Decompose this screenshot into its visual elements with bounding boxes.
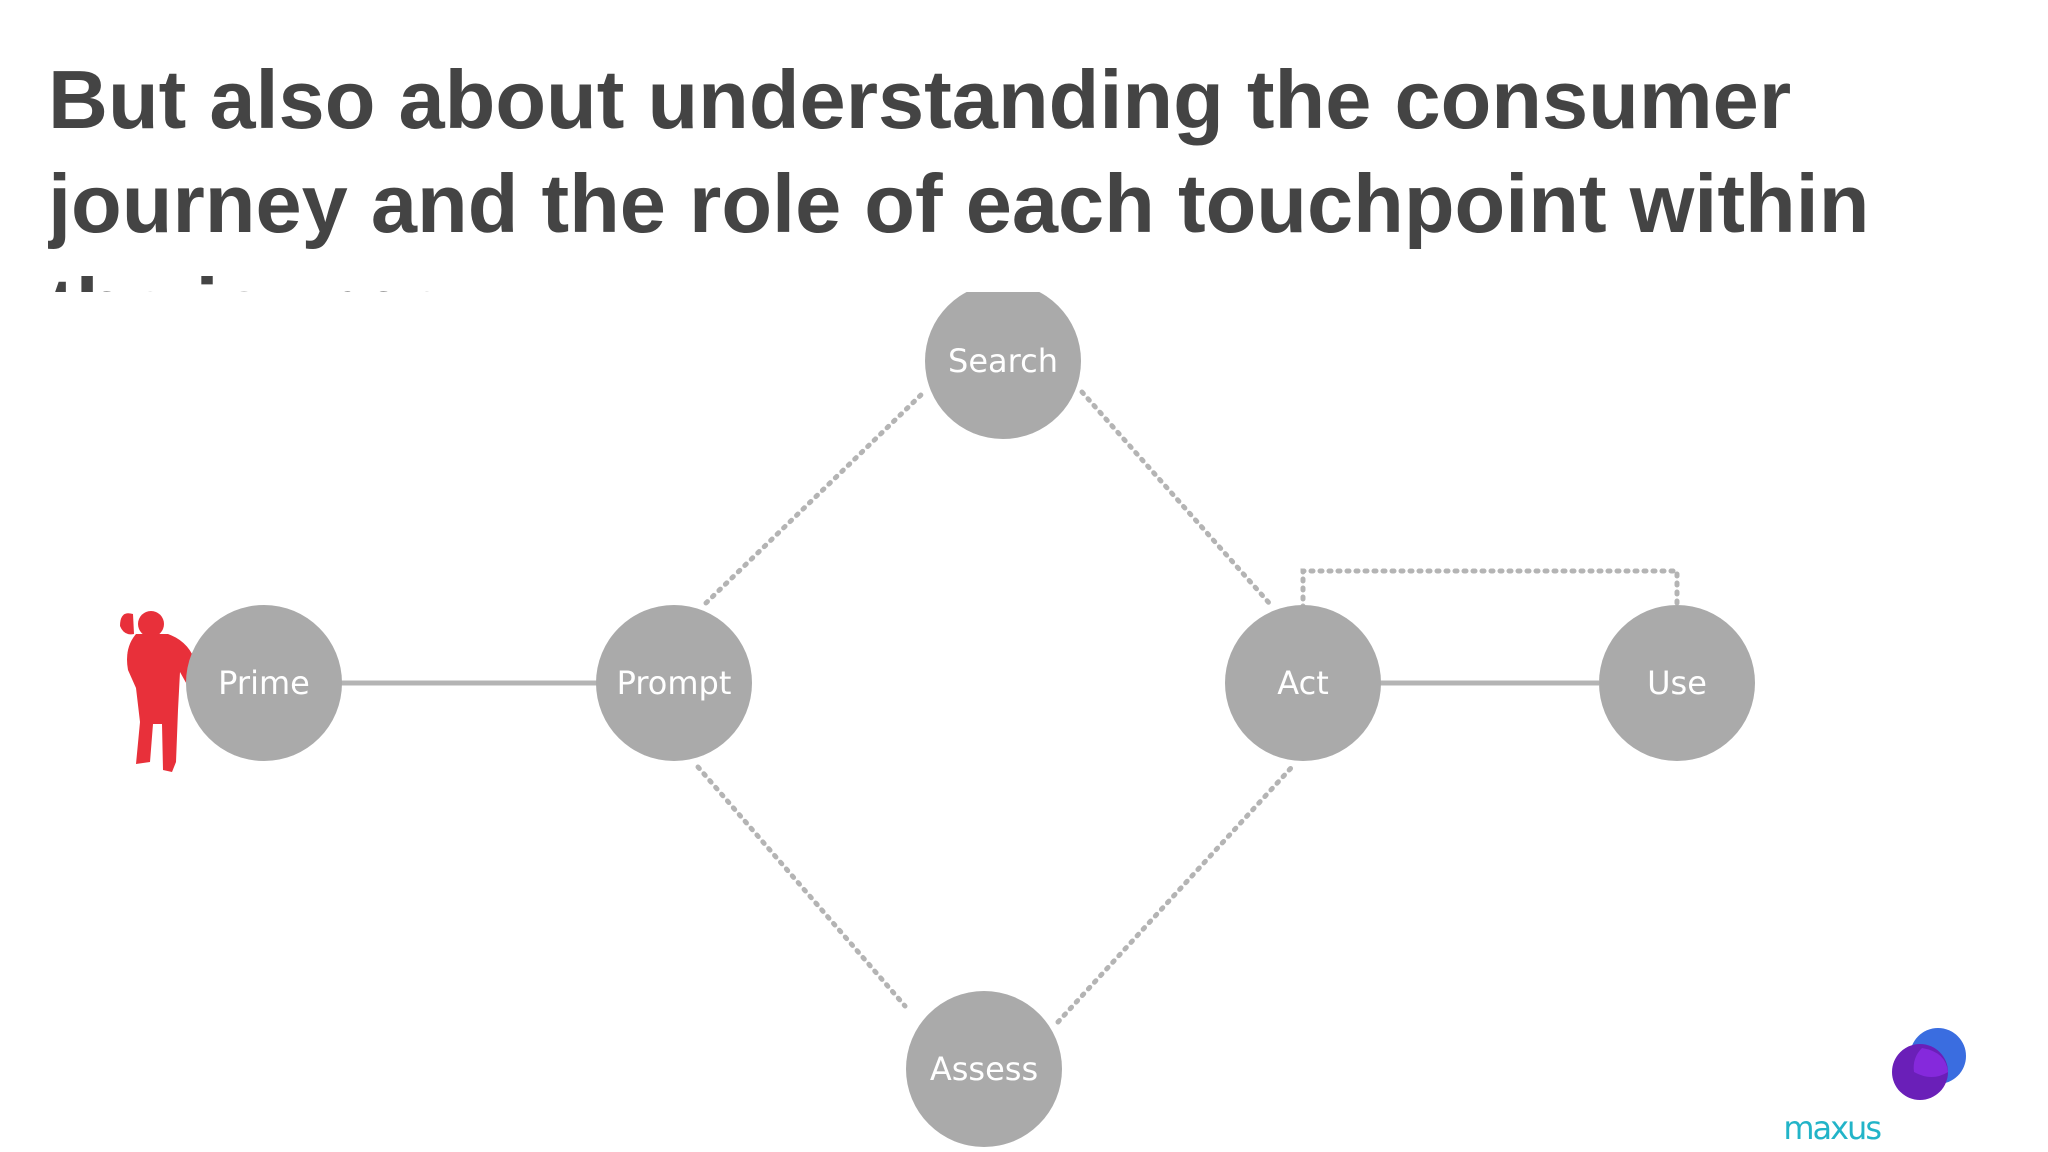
- edge-prompt-search: [703, 389, 927, 606]
- edge-search-act: [1079, 389, 1273, 607]
- consumer-figure-icon: [120, 611, 196, 772]
- node-assess-label: Assess: [930, 1050, 1038, 1088]
- node-search: [925, 292, 1081, 439]
- node-prompt: [596, 605, 752, 761]
- node-assess: [906, 991, 1062, 1147]
- node-prime: [186, 605, 342, 761]
- node-use-label: Use: [1647, 664, 1707, 702]
- edge-prompt-assess: [695, 764, 908, 1009]
- consumer-journey-diagram: Prime Prompt Search Assess Act Use: [0, 292, 2048, 1152]
- maxus-logo-mark-icon: [1888, 1024, 1968, 1104]
- node-act: [1225, 605, 1381, 761]
- journey-diagram-canvas: Prime Prompt Search Assess Act Use: [120, 292, 1755, 1147]
- node-prime-label: Prime: [218, 664, 310, 702]
- slide-title: But also about understanding the consume…: [48, 53, 1870, 340]
- edge-assess-act: [1055, 765, 1294, 1025]
- edge-act-use-loop: [1300, 568, 1680, 611]
- node-search-label: Search: [948, 342, 1058, 380]
- node-use: [1599, 605, 1755, 761]
- node-prompt-label: Prompt: [617, 664, 732, 702]
- node-act-label: Act: [1277, 664, 1328, 702]
- maxus-logo-text: maxus: [1783, 1109, 1882, 1147]
